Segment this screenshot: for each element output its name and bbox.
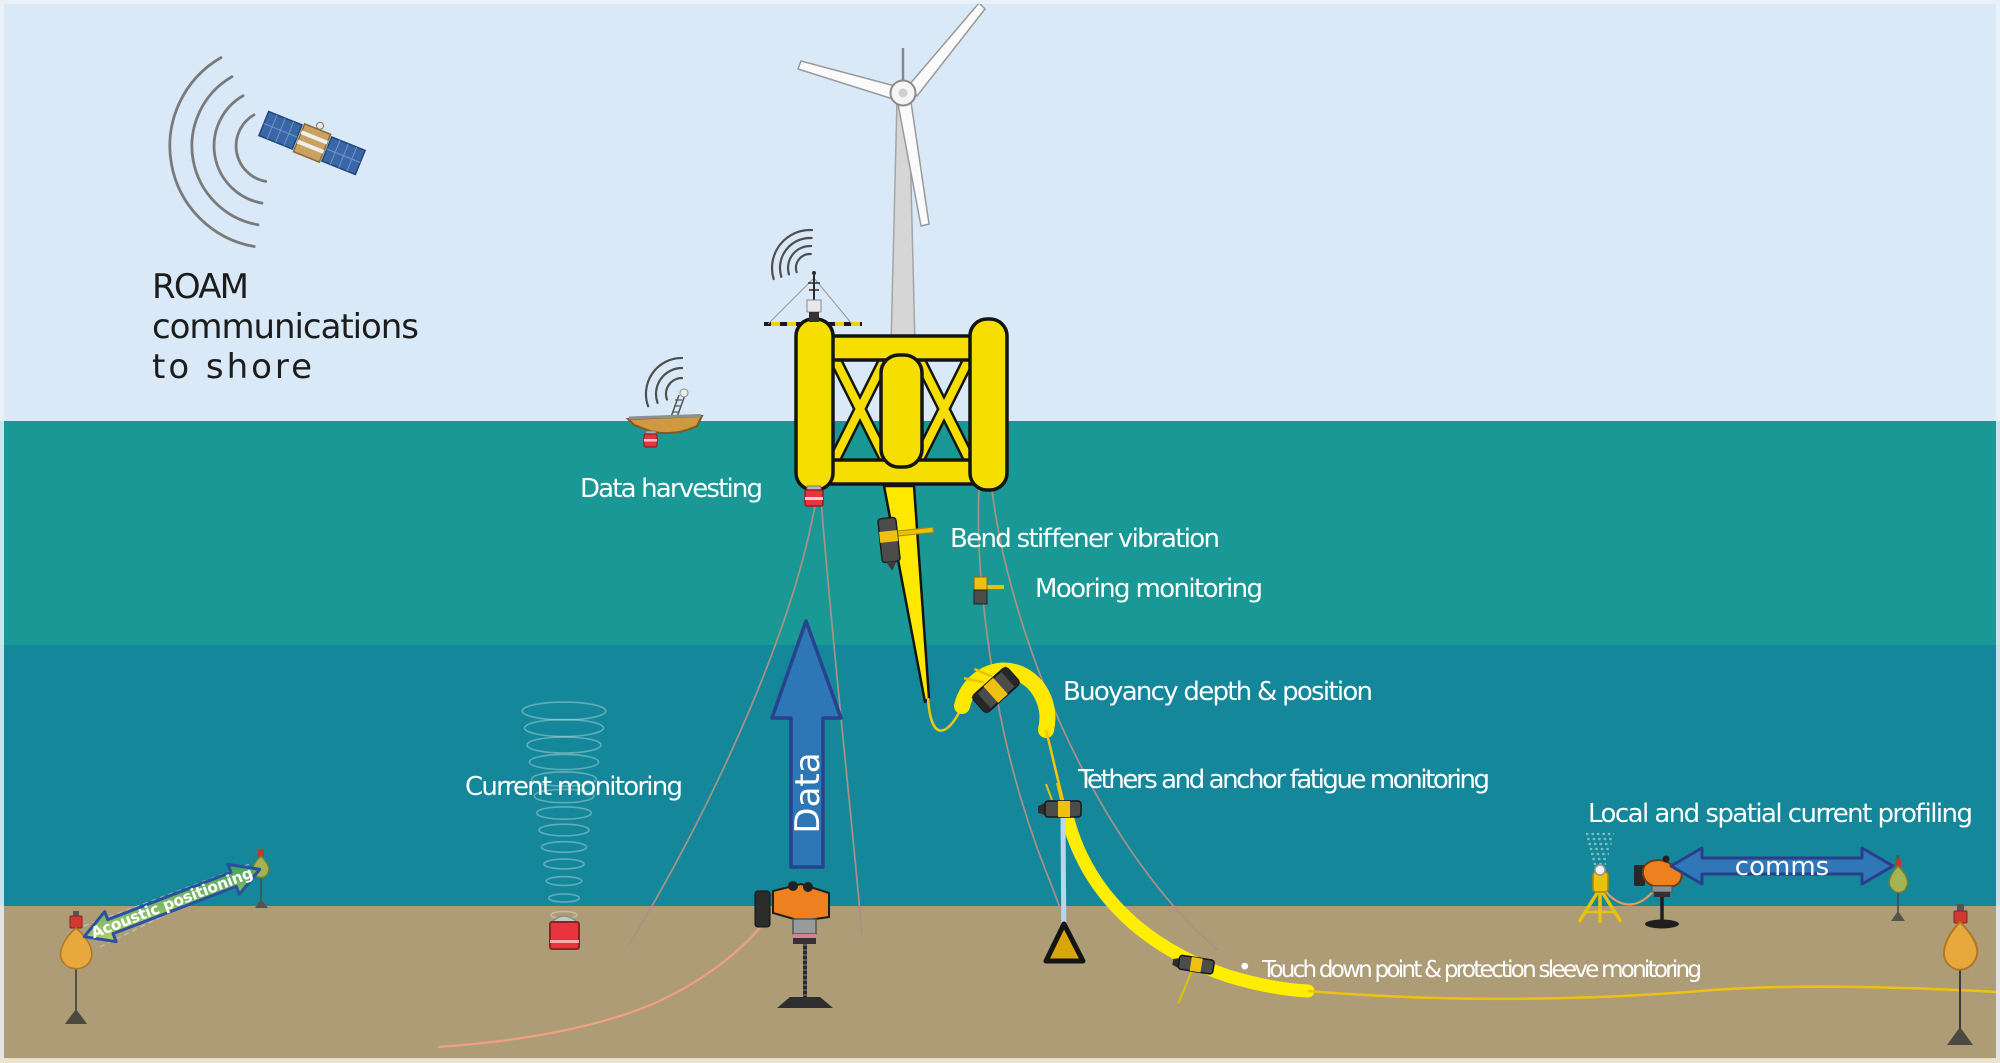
platform-signal-arcs-icon — [770, 228, 814, 281]
adcp-icon — [549, 915, 580, 950]
label-mooring-monitoring: Mooring monitoring — [1035, 574, 1263, 604]
adcp-beam — [521, 701, 607, 920]
export-cable — [1307, 985, 2000, 1001]
buoyancy-arch — [954, 662, 1056, 738]
label-bend-stiffener-vibration: Bend stiffener vibration — [950, 524, 1220, 554]
satellite-signal-arcs-icon — [168, 56, 268, 248]
label-local-spatial-current: Local and spatial current profiling — [1588, 799, 1973, 829]
roam-line2: communications — [152, 307, 419, 347]
label-current-monitoring: Current monitoring — [465, 772, 683, 802]
satellite-icon — [257, 110, 367, 176]
marker-buoy-icon — [1943, 904, 1979, 1045]
buoyancy-sensor-icon — [963, 666, 1021, 714]
data-flow-arrow: Data — [770, 619, 843, 869]
boat-signal-arcs-icon — [644, 356, 684, 408]
roam-line3: to shore — [152, 347, 312, 387]
boat-towed-sensor-icon — [643, 430, 658, 448]
seabed-node-icon — [437, 881, 833, 1049]
current-profiler-icon — [1605, 855, 1683, 929]
label-tethers-anchor-fatigue: Tethers and anchor fatigue monitoring — [1077, 765, 1490, 795]
platform-center-column — [879, 353, 924, 469]
mooring-sensor-icon — [973, 576, 1004, 605]
tether-sensor-icon — [1038, 782, 1082, 818]
platform-right-column — [968, 317, 1009, 492]
comms-arrow: comms — [1669, 846, 1895, 886]
profiler-cable — [1605, 887, 1657, 906]
platform-left-column — [794, 317, 835, 492]
label-data-harvesting: Data harvesting — [580, 474, 763, 504]
platform-cross-braces — [828, 354, 976, 464]
comms-buoy-icon — [1888, 855, 1909, 921]
label-touchdown: Touch down point & protection sleeve mon… — [1261, 957, 1702, 983]
platform-antenna-icon — [767, 271, 853, 325]
touchdown-sensor-icon — [1172, 954, 1215, 1004]
roam-communications-label: ROAM communications to shore — [152, 267, 419, 387]
seabed-layer — [0, 906, 2000, 1063]
wind-turbine — [797, 1, 986, 347]
roam-line1: ROAM — [152, 267, 249, 307]
bend-stiffener-sensor-icon — [877, 516, 934, 571]
comms-arrow-label: comms — [1735, 852, 1829, 882]
tether-anchor-icon — [1043, 921, 1086, 964]
floating-platform — [794, 317, 1009, 492]
turbine-hub-center — [898, 88, 908, 98]
tripod-sonar-icon — [1577, 864, 1623, 923]
riser-cable — [926, 697, 964, 732]
node-cable — [437, 923, 764, 1049]
label-touchdown-bullet: • — [1238, 955, 1252, 981]
label-buoyancy-depth-position: Buoyancy depth & position — [1063, 677, 1373, 707]
data-arrow-label: Data — [788, 752, 828, 833]
platform-underwater-sensor-icon — [804, 485, 824, 507]
mooring-lines — [627, 489, 1219, 951]
survey-boat-icon — [625, 356, 704, 448]
